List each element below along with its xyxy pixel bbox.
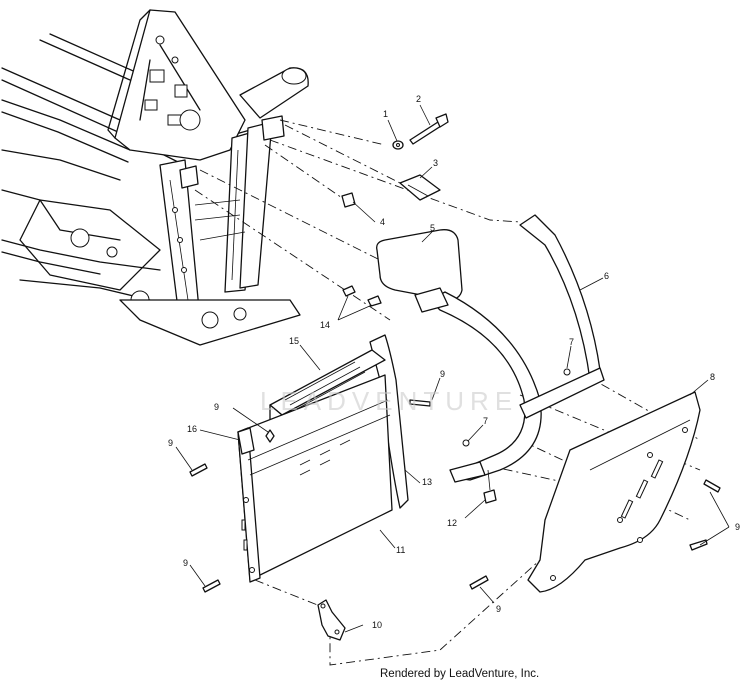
- callout-16: 16: [187, 424, 197, 434]
- part-bracket-10: [317, 599, 346, 641]
- callout-12: 12: [447, 518, 457, 528]
- part-skid-plate-8: [527, 391, 701, 593]
- part-clip-16: [237, 427, 255, 455]
- callout-9-bottom-left: 9: [183, 558, 188, 568]
- callout-2: 2: [416, 94, 421, 104]
- part-clip-4: [341, 192, 356, 208]
- callout-6: 6: [604, 271, 609, 281]
- callout-11: 11: [396, 545, 405, 555]
- part-mount-plate-5: [376, 229, 463, 301]
- callout-1: 1: [383, 109, 388, 119]
- callout-7-lower: 7: [483, 416, 488, 426]
- callout-3: 3: [433, 158, 438, 168]
- part-screws-9: [189, 399, 721, 593]
- part-fasteners-14: [342, 285, 382, 307]
- callout-7-upper: 7: [569, 337, 574, 347]
- part-side-bracket-13: [369, 334, 409, 509]
- callout-numbers: 1 2 3 4 5 6 7 7 8 9 9 9 9 9 9 10 11 12 1…: [168, 94, 740, 630]
- callout-5: 5: [430, 223, 435, 233]
- part-bolt-2: [409, 113, 449, 145]
- callout-9-bottom: 9: [496, 604, 501, 614]
- part-bolt-12: [483, 469, 497, 504]
- part-bumper-6: [414, 214, 605, 483]
- callout-10: 10: [372, 620, 382, 630]
- callout-9-left: 9: [168, 438, 173, 448]
- part-spacer-block-3: [399, 174, 441, 201]
- callout-14: 14: [320, 320, 330, 330]
- part-shroud-box-11: [237, 374, 393, 583]
- callout-13: 13: [422, 477, 432, 487]
- vehicle-frame: [1, 9, 309, 346]
- callout-9-right: 9: [735, 522, 740, 532]
- callout-15: 15: [289, 336, 299, 346]
- callout-9-top: 9: [214, 402, 219, 412]
- callout-9-grille: 9: [440, 369, 445, 379]
- callout-8: 8: [710, 372, 715, 382]
- callout-4: 4: [380, 217, 385, 227]
- leader-lines: [175, 104, 730, 633]
- credit-text: Rendered by LeadVenture, Inc.: [380, 668, 540, 680]
- watermark: LEADVENTURE: [260, 386, 518, 416]
- part-washer-1: [392, 140, 404, 150]
